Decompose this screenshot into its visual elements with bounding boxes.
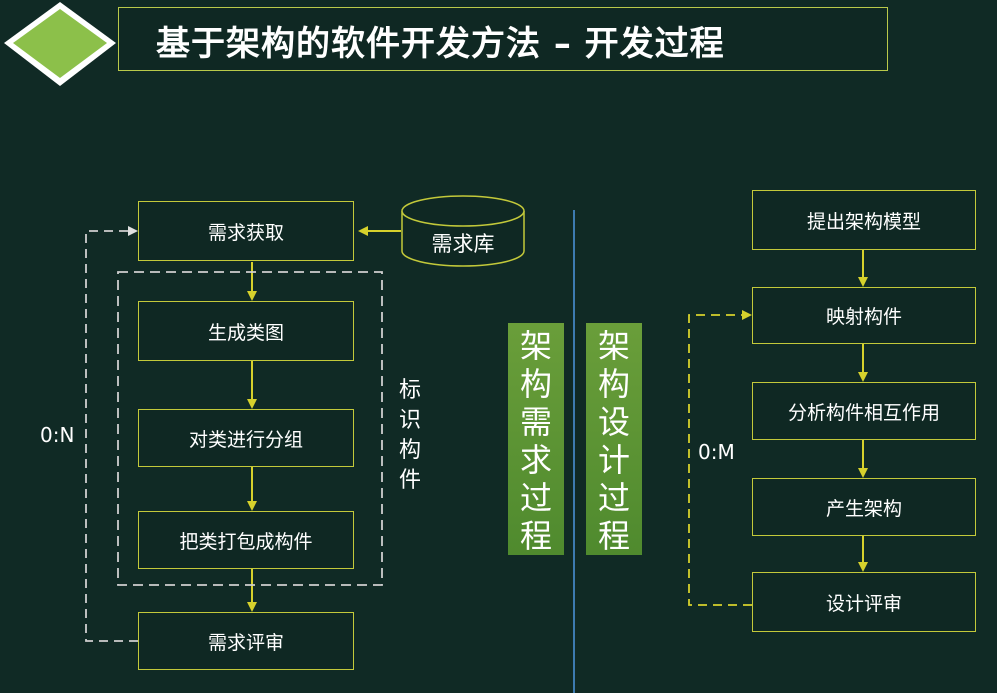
phase-architecture-requirements: 架构需求过程 — [508, 323, 564, 555]
step-analyze-interaction: 分析构件相互作用 — [752, 382, 976, 440]
page-title: 基于架构的软件开发方法 – 开发过程 — [156, 24, 725, 64]
step-requirements-acquire: 需求获取 — [138, 201, 354, 261]
loop-left — [85, 226, 138, 642]
step-design-review: 设计评审 — [752, 572, 976, 632]
requirements-db-icon — [401, 195, 525, 267]
step-requirements-review: 需求评审 — [138, 612, 354, 670]
loop-left-label: 0:N — [40, 423, 75, 447]
identify-components-label: 标识构件 — [398, 378, 421, 493]
loop-right-label: 0:M — [698, 440, 735, 464]
identify-components-group — [117, 271, 383, 586]
step-map-components: 映射构件 — [752, 287, 976, 344]
requirements-db-label: 需求库 — [431, 232, 495, 256]
step-generate-architecture: 产生架构 — [752, 478, 976, 536]
step-generate-class-diagram: 生成类图 — [138, 301, 354, 361]
phase-architecture-design: 架构设计过程 — [586, 323, 642, 555]
title-bar — [118, 7, 888, 71]
step-group-classes: 对类进行分组 — [138, 409, 354, 467]
step-package-components: 把类打包成构件 — [138, 511, 354, 569]
diamond-logo-icon — [4, 2, 116, 86]
loop-right — [688, 310, 752, 606]
step-propose-model: 提出架构模型 — [752, 190, 976, 250]
